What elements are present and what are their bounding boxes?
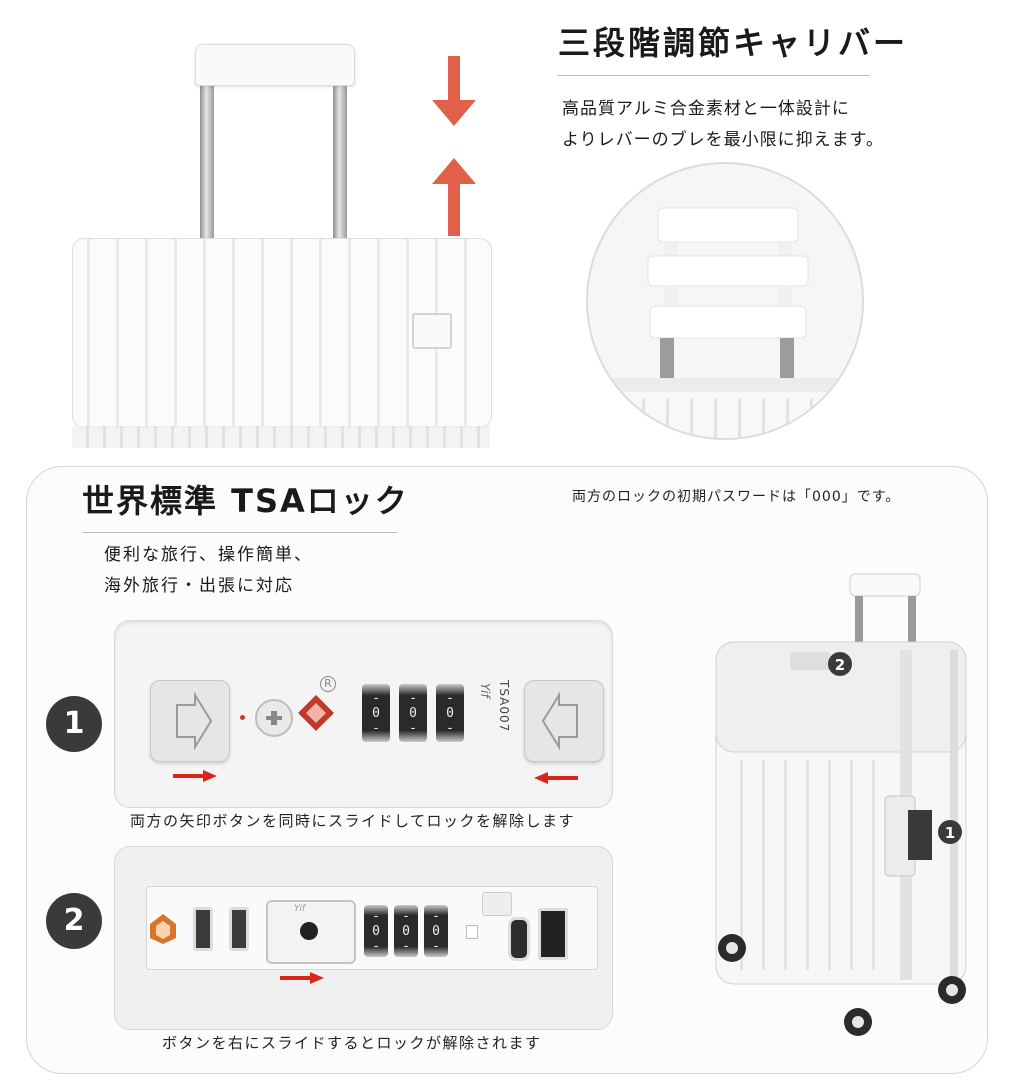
handle-closeup-circle <box>586 162 864 440</box>
description-line: 便利な旅行、操作簡単、 <box>104 545 313 565</box>
suitcase-latch <box>412 313 452 349</box>
arrow-right-outline-icon <box>176 691 213 751</box>
step-2-badge: 2 <box>46 893 102 949</box>
adjust-arrows-icon <box>432 56 476 236</box>
tsa-logo-icon <box>150 914 176 944</box>
trolley-handle-grip <box>195 44 355 86</box>
suitcase-callout-1: 1 <box>945 824 955 842</box>
feature-title-handle: 三段階調節キャリバー <box>558 24 909 62</box>
description-line: 高品質アルミ合金素材と一体設計に <box>562 99 850 119</box>
slide-left-arrow-icon <box>534 772 578 784</box>
tsa-keyhole-icon <box>255 699 293 737</box>
feature-description-tsa: 便利な旅行、操作簡単、 海外旅行・出張に対応 <box>104 540 313 602</box>
lock-1-right-slide-button[interactable] <box>524 680 604 762</box>
suitcase-ribbing <box>72 426 490 448</box>
dial[interactable]: -0- <box>362 684 390 742</box>
usb-a-port-icon <box>538 908 568 960</box>
keyhole-icon <box>300 922 318 940</box>
divider <box>558 75 870 76</box>
arrow-left-outline-icon <box>541 691 578 751</box>
dial[interactable]: -0- <box>364 905 388 957</box>
lock-slot <box>229 907 249 951</box>
lock-2-caption: ボタンを右にスライドするとロックが解除されます <box>162 1034 542 1052</box>
trolley-rod-right <box>333 84 347 240</box>
trolley-rod-left <box>200 84 214 240</box>
description-line: よりレバーのブレを最小限に抑えます。 <box>562 130 884 150</box>
lock-slot <box>193 907 213 951</box>
dial[interactable]: -0- <box>394 905 418 957</box>
description-line: 海外旅行・出張に対応 <box>104 576 294 596</box>
lock-1-caption: 両方の矢印ボタンを同時にスライドしてロックを解除します <box>130 812 576 830</box>
dial[interactable]: -0- <box>424 905 448 957</box>
handle-closeup-illustration <box>598 207 858 438</box>
lock-model-label: TSA007 <box>497 680 511 733</box>
feature-description-handle: 高品質アルミ合金素材と一体設計に よりレバーのブレを最小限に抑えます。 <box>562 94 884 156</box>
usb-c-port-icon <box>508 917 530 961</box>
port-cover-tab[interactable] <box>482 892 512 916</box>
suitcase-front-view: 2 1 <box>715 573 967 1036</box>
combination-dials[interactable]: -0- -0- -0- <box>364 905 448 957</box>
registered-mark-icon: R <box>320 676 336 692</box>
step-1-badge: 1 <box>46 696 102 752</box>
lock-brand-label: Yif <box>294 904 306 914</box>
default-password-note: 両方のロックの初期パスワードは「000」です。 <box>572 489 901 505</box>
lock-brand-label: Yif <box>478 683 492 698</box>
slide-right-arrow-icon <box>173 770 217 782</box>
suitcase-callout-2: 2 <box>835 656 845 674</box>
lock-1-left-slide-button[interactable] <box>150 680 230 762</box>
dial[interactable]: -0- <box>436 684 464 742</box>
combination-dials[interactable]: -0- -0- -0- <box>362 684 464 742</box>
divider <box>82 532 397 533</box>
slide-right-arrow-icon <box>280 972 324 984</box>
dial[interactable]: -0- <box>399 684 427 742</box>
indicator-dot <box>240 715 245 720</box>
tsa-diamond-logo-icon <box>298 695 334 731</box>
feature-title-tsa: 世界標準 TSAロック <box>82 482 409 520</box>
indicator-light <box>466 925 478 939</box>
